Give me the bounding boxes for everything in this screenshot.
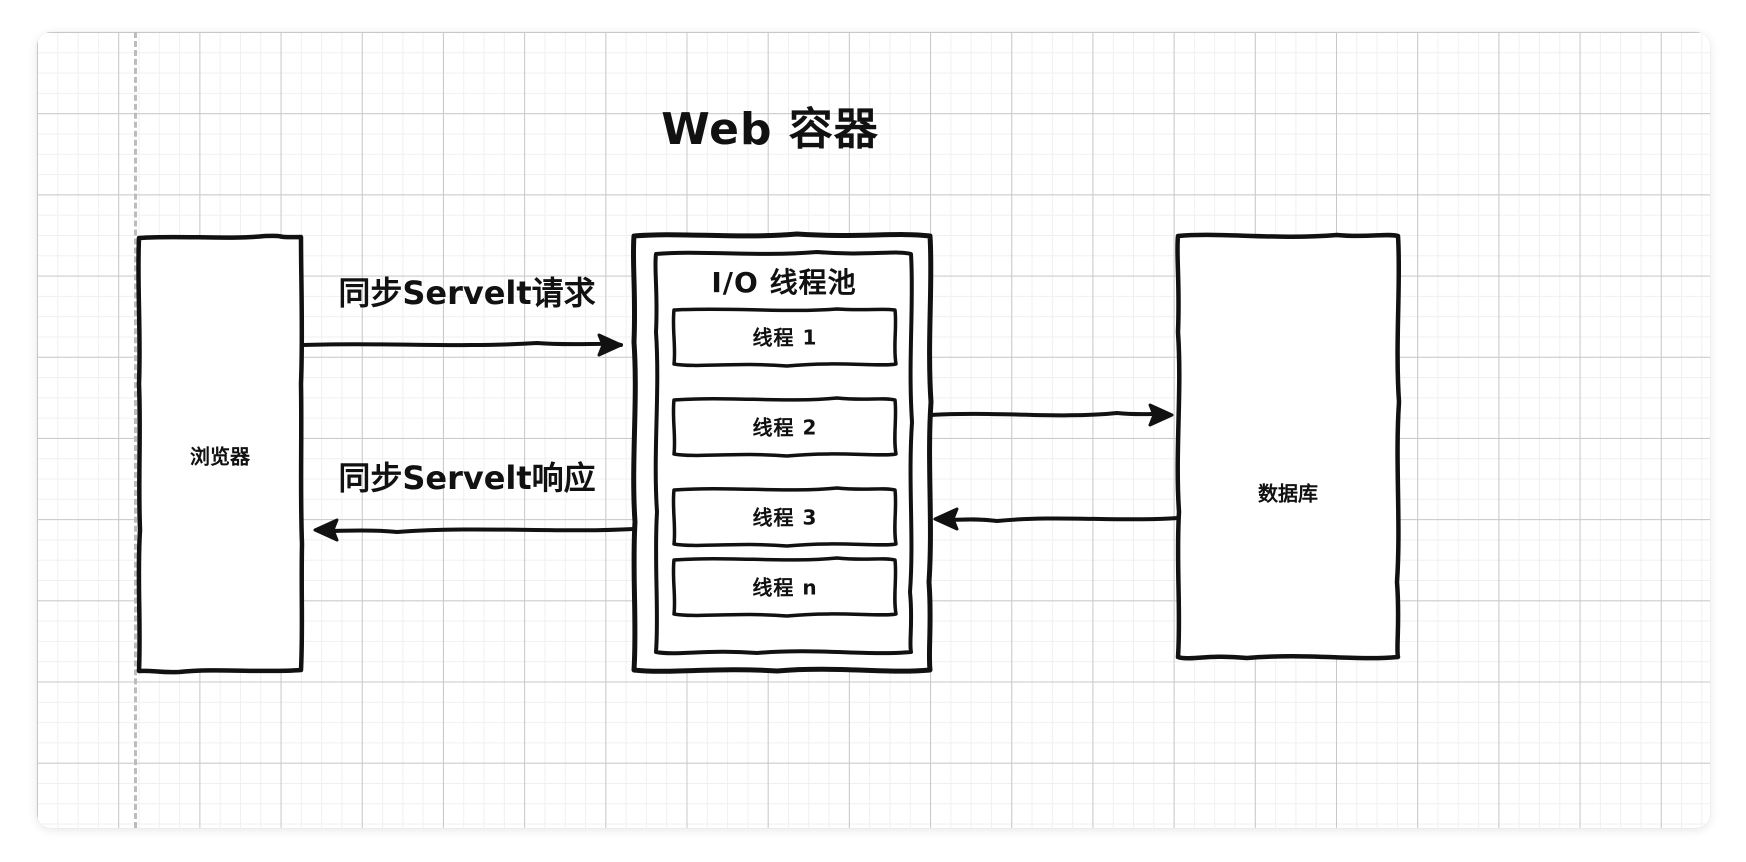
edge-database-to-container[interactable] — [933, 507, 1180, 531]
thread-label: 线程 1 — [753, 326, 818, 350]
whiteboard-canvas[interactable]: Web 容器 浏览器 I/O 线程池 线程 1 — [37, 32, 1710, 828]
edge-sync-servlet-response[interactable]: 同步Servelt响应 — [313, 459, 636, 542]
arrowhead-icon — [597, 333, 623, 357]
arrowhead-icon — [933, 507, 959, 531]
edge-sync-servlet-request[interactable]: 同步Servelt请求 — [301, 274, 623, 357]
thread-label: 线程 3 — [753, 506, 818, 530]
thread-label: 线程 n — [752, 576, 817, 600]
thread-box-1[interactable]: 线程 1 — [671, 307, 898, 368]
thread-box-n[interactable]: 线程 n — [671, 556, 898, 618]
arrowhead-icon — [313, 518, 339, 542]
node-database-label: 数据库 — [1258, 482, 1318, 506]
diagram-title: Web 容器 — [661, 104, 879, 155]
thread-box-3[interactable]: 线程 3 — [671, 486, 898, 548]
thread-label: 线程 2 — [753, 416, 818, 440]
io-thread-pool-label: I/O 线程池 — [711, 266, 856, 299]
arrowhead-icon — [1148, 403, 1174, 427]
node-browser[interactable]: 浏览器 — [136, 233, 305, 675]
edge-label-response: 同步Servelt响应 — [338, 459, 595, 497]
node-database[interactable]: 数据库 — [1175, 232, 1402, 661]
edge-container-to-database[interactable] — [928, 403, 1174, 427]
edge-label-request: 同步Servelt请求 — [338, 274, 595, 312]
node-browser-label: 浏览器 — [190, 445, 251, 469]
group-io-thread-pool[interactable]: I/O 线程池 线程 1 线程 2 线程 3 — [653, 250, 914, 656]
diagram-artboard: Web 容器 浏览器 I/O 线程池 线程 1 — [136, 104, 1402, 675]
thread-box-2[interactable]: 线程 2 — [671, 396, 898, 458]
